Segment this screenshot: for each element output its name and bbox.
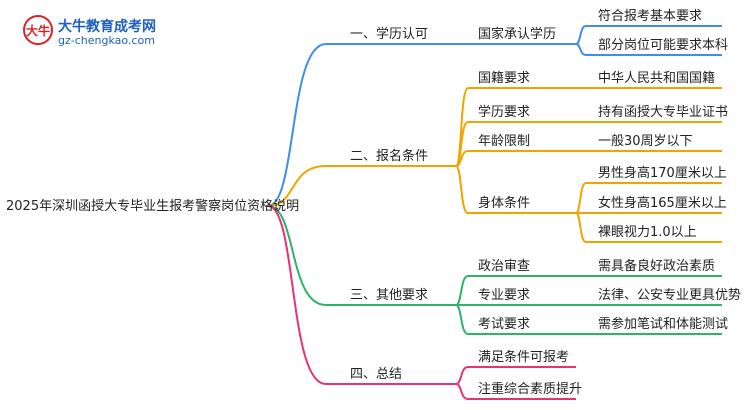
leaf-label-2-1-1: 中华人民共和国国籍	[598, 71, 716, 86]
child-label-3-1: 政治审查	[478, 259, 531, 274]
connector-root-branch-2	[267, 165, 327, 207]
connector-branch-4-child-1	[455, 366, 469, 385]
site-logo[interactable]: 大牛 大牛教育成考网 gz-chengkao.com	[22, 14, 182, 50]
leaf-label-2-2-1: 持有函授大专毕业证书	[598, 105, 729, 120]
logo-url: gz-chengkao.com	[58, 34, 155, 47]
leaf-label-2-4-1: 男性身高170厘米以上	[598, 166, 727, 181]
connector-leaf-2-4-1	[575, 182, 587, 214]
connector-leaf-1-1-1	[575, 25, 587, 45]
connector-root-branch-4	[267, 205, 327, 385]
logo-mark-icon: 大牛	[23, 15, 53, 45]
leaf-label-3-3-1: 需参加笔试和体能测试	[598, 317, 729, 332]
leaf-label-1-1-2: 部分岗位可能要求本科	[598, 38, 729, 53]
child-label-3-3: 考试要求	[478, 317, 531, 332]
connector-branch-2-child-4	[455, 165, 469, 214]
leaf-label-3-1-1: 需具备良好政治素质	[598, 259, 716, 274]
connector-root-branch-3	[267, 205, 327, 306]
child-label-2-2: 学历要求	[478, 105, 531, 120]
leaf-label-2-3-1: 一般30周岁以下	[598, 134, 693, 149]
leaf-label-2-4-2: 女性身高165厘米以上	[598, 196, 727, 211]
branch-label-4: 四、总结	[350, 367, 403, 382]
connector-branch-3-child-1	[455, 275, 469, 306]
child-label-4-1: 满足条件可报考	[478, 350, 570, 365]
child-label-1-1: 国家承认学历	[478, 27, 557, 42]
connector-branch-3-child-3	[455, 304, 469, 335]
child-label-2-3: 年龄限制	[478, 134, 531, 149]
connector-branch-4-child-2	[455, 383, 469, 400]
leaf-label-2-4-3: 裸眼视力1.0以上	[598, 225, 697, 240]
child-label-2-4: 身体条件	[478, 196, 531, 211]
connector-root-branch-1	[267, 43, 327, 207]
branch-label-3: 三、其他要求	[350, 288, 429, 303]
leaf-label-3-2-1: 法律、公安专业更具优势	[598, 288, 742, 303]
child-label-2-1: 国籍要求	[478, 71, 531, 86]
connector-leaf-1-1-2	[575, 43, 587, 56]
connector-leaf-2-4-3	[575, 212, 587, 243]
leaf-label-1-1-1: 符合报考基本要求	[598, 9, 703, 24]
child-label-4-2: 注重综合素质提升	[478, 382, 583, 397]
branch-label-1: 一、学历认可	[350, 27, 429, 42]
mindmap-root: 2025年深圳函授大专毕业生报考警察岗位资格说明	[6, 199, 300, 214]
branch-label-2: 二、报名条件	[350, 149, 429, 164]
svg-text:大牛: 大牛	[26, 23, 50, 38]
child-label-3-2: 专业要求	[478, 288, 531, 303]
logo-name: 大牛教育成考网	[58, 19, 156, 35]
